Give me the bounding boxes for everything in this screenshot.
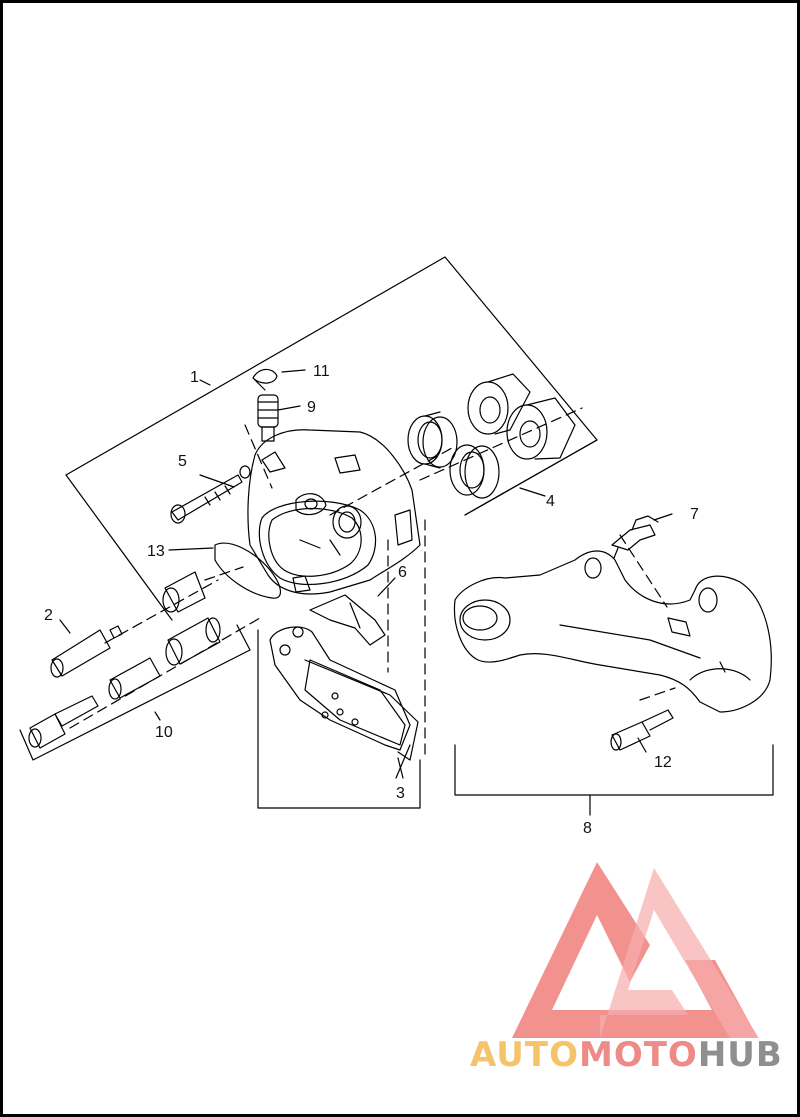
callout-6: 6 [398,564,407,581]
callout-1: 1 [190,369,199,386]
callout-7: 7 [690,506,699,523]
piston-seals-4 [407,373,576,499]
mounting-bracket-8 [453,550,772,713]
alignment-lines [69,407,676,756]
assembly-bracket-1 [65,256,598,516]
callout-labels: 1 11 9 5 4 13 7 6 2 10 12 3 8 [44,363,699,837]
bracket-8 [454,744,774,796]
shim-13 [214,542,281,599]
pin-5 [170,474,243,524]
watermark-logo [512,862,759,1038]
callout-11: 11 [313,363,330,380]
bleeder-valve-9 [257,394,279,442]
callout-5: 5 [178,453,187,470]
assembly-bracket-1-left [65,474,173,621]
bracket-3 [257,629,421,809]
sleeve-bolt-10 [28,617,221,749]
watermark-hub: HUB [698,1035,783,1075]
callout-13: 13 [147,543,165,560]
callout-12: 12 [654,754,672,771]
callout-4: 4 [546,493,555,510]
bleeder-cap-11 [252,368,278,391]
spring-clip-6 [309,594,386,646]
caliper-housing [247,429,421,595]
o-ring [239,465,251,479]
clip-7 [611,515,659,559]
callout-8: 8 [583,820,592,837]
watermark-moto: MOTO [579,1035,698,1075]
bushing-2 [50,571,206,678]
bracket-4 [464,439,598,516]
callout-9: 9 [307,399,316,416]
watermark-auto: AUTO [470,1035,579,1075]
callout-2: 2 [44,607,53,624]
callout-10: 10 [155,724,173,741]
callout-3: 3 [396,785,405,802]
bracket-10 [19,624,251,761]
brake-pads-3 [269,626,419,761]
watermark-text: AUTOMOTOHUB [470,1035,783,1075]
pin-12 [610,709,674,751]
